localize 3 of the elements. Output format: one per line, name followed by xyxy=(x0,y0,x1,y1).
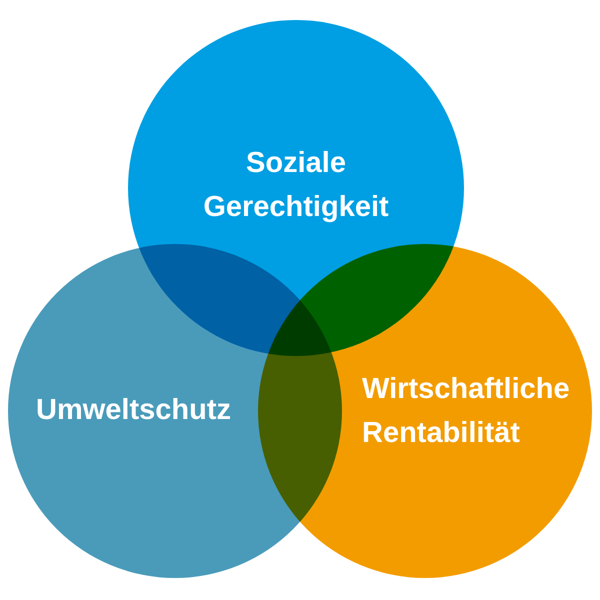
circle-label: Umweltschutz xyxy=(36,393,231,428)
circle-label: Soziale Gerechtigkeit xyxy=(202,146,390,225)
circle-label: Wirtschaftliche Rentabilität xyxy=(362,372,571,451)
